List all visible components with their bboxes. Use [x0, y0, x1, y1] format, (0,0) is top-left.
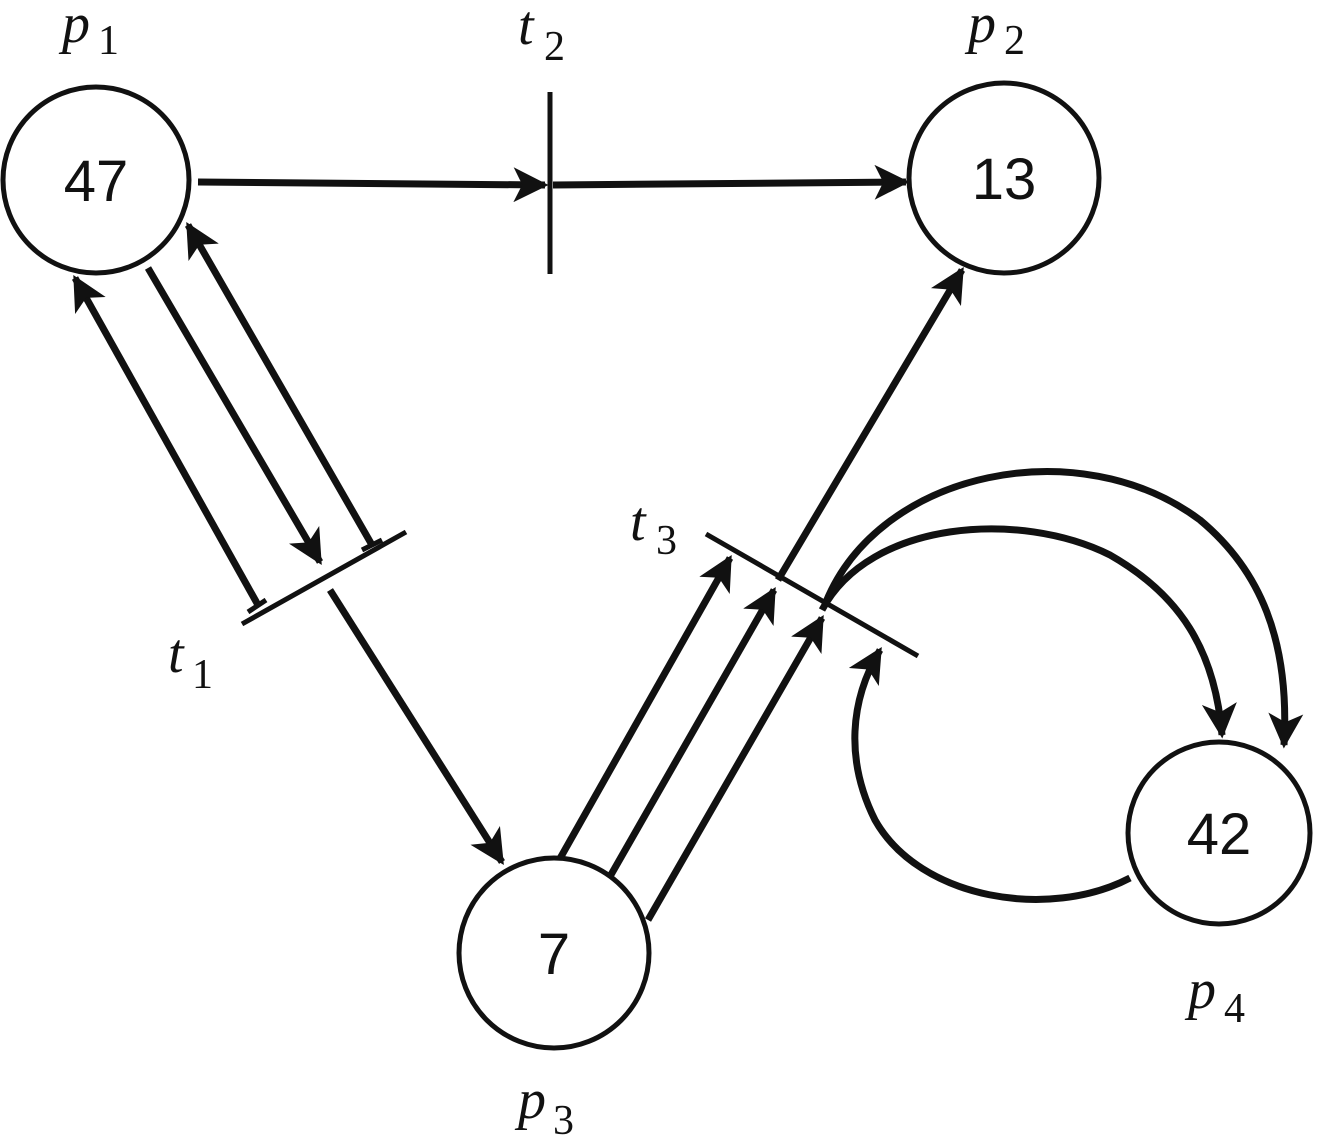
arc-t3-to-p4-outer [822, 468, 1304, 749]
label-t1: t 1 [168, 623, 213, 698]
arc-t2-to-p2 [552, 164, 910, 200]
arc-p3-to-t3-a [554, 554, 734, 864]
t1-tick-left [246, 597, 268, 615]
label-t3: t 3 [630, 491, 677, 564]
svg-text:2: 2 [544, 24, 565, 70]
arc-t1-to-p3 [327, 588, 505, 865]
svg-text:p: p [964, 0, 996, 55]
place-p2: 13 [906, 80, 1102, 276]
label-t2: t 2 [518, 0, 565, 70]
svg-text:2: 2 [1004, 18, 1025, 64]
label-p3: p 3 [514, 1069, 574, 1144]
label-p1: p 1 [58, 0, 119, 64]
place-p3: 7 [456, 855, 652, 1051]
svg-text:t: t [630, 491, 647, 553]
arc-t3-to-p4-inner [818, 525, 1237, 739]
svg-text:4: 4 [1224, 986, 1245, 1032]
svg-text:3: 3 [553, 1098, 574, 1144]
svg-text:3: 3 [656, 518, 677, 564]
transition-t3-bar [704, 531, 920, 659]
place-p4-tokens: 42 [1187, 802, 1252, 867]
arc-t1-to-p1-right [184, 221, 376, 547]
label-p4: p 4 [1184, 959, 1245, 1032]
arc-p4-to-t3 [848, 646, 1132, 903]
svg-text:p: p [58, 0, 90, 55]
arc-p1-to-t1 [144, 266, 324, 566]
svg-text:1: 1 [98, 18, 119, 64]
place-p2-tokens: 13 [972, 147, 1037, 212]
arc-p3-to-t3-c [644, 614, 826, 922]
place-p1: 47 [0, 84, 192, 276]
transition-t1-bar [240, 529, 408, 627]
place-p1-tokens: 47 [64, 149, 129, 214]
t1-tick-right [360, 537, 384, 553]
arc-t3-to-p2 [774, 266, 966, 582]
svg-text:1: 1 [192, 652, 213, 698]
arc-p3-to-t3-b [604, 586, 778, 882]
label-p2: p 2 [964, 0, 1025, 64]
arc-t1-to-p1-left [71, 274, 262, 607]
svg-text:t: t [168, 623, 185, 685]
svg-text:t: t [518, 0, 535, 57]
place-p3-tokens: 7 [538, 922, 570, 987]
place-p4: 42 [1125, 739, 1313, 927]
arc-p1-to-t2 [197, 167, 549, 203]
svg-text:p: p [1184, 959, 1216, 1021]
svg-text:p: p [514, 1069, 546, 1131]
